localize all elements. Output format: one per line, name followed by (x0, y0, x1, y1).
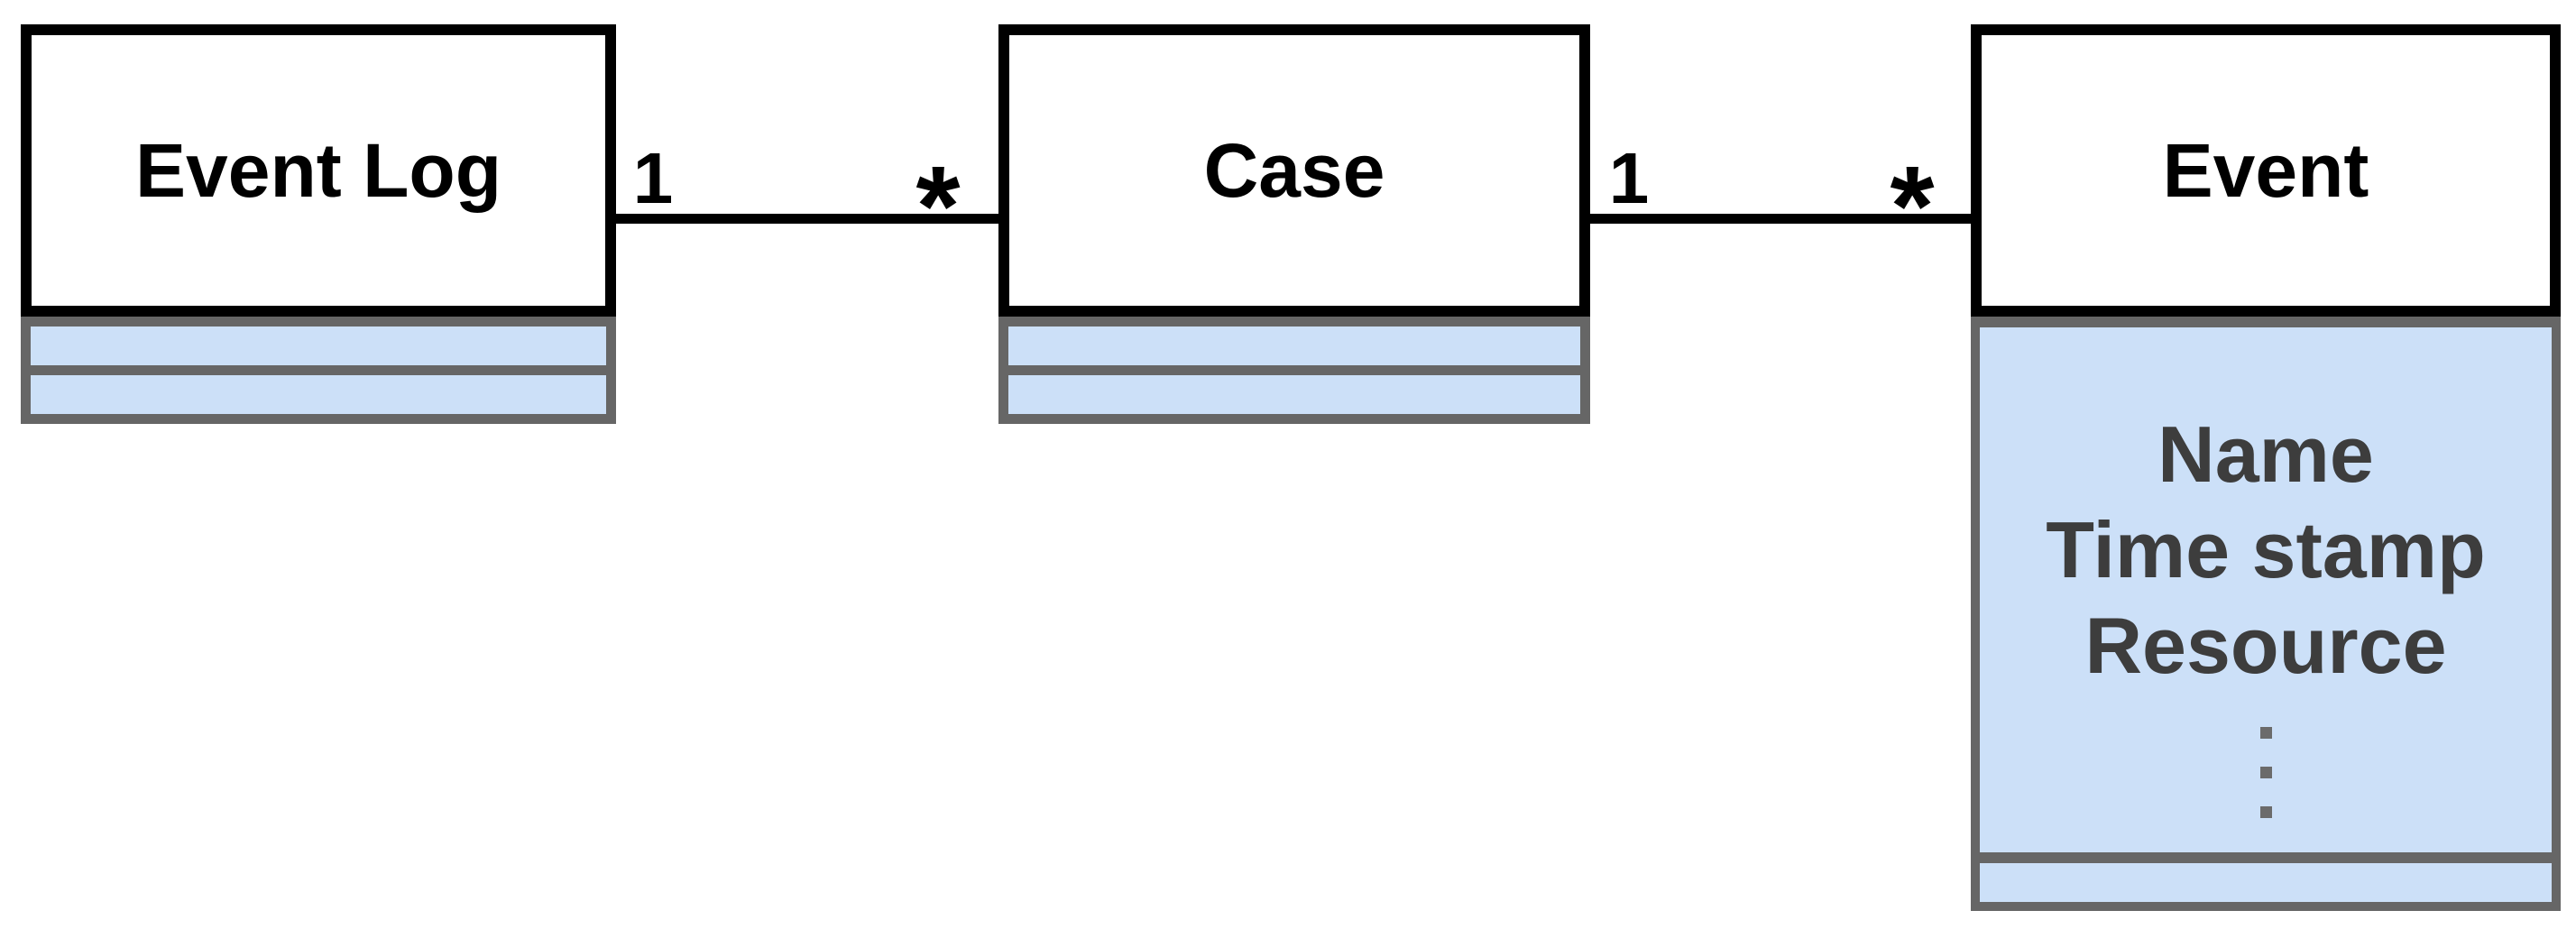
entity-title-event-log: Event Log (134, 127, 501, 213)
ellipsis-dot (2259, 727, 2272, 739)
multiplicity-eventlog-side: 1 (632, 138, 674, 218)
ellipsis-dot (2259, 767, 2272, 778)
attribute-time-stamp: Time stamp (2046, 505, 2486, 594)
compartment-row (1980, 863, 2552, 902)
attribute-name: Name (2157, 409, 2374, 499)
compartment-row (31, 375, 606, 414)
multiplicity-case-side: * (915, 143, 961, 270)
entity-title-case: Case (1203, 127, 1385, 213)
multiplicity-event-side: * (1890, 143, 1935, 270)
compartment-row (1008, 327, 1580, 365)
entity-event-log: Event Log (21, 24, 616, 317)
event-attribute-list: Name Time stamp Resource (1980, 407, 2552, 694)
attribute-resource: Resource (2084, 601, 2447, 690)
entity-event: Event (1971, 24, 2561, 317)
event-attributes-compartment: Name Time stamp Resource (1980, 327, 2552, 852)
entity-case-compartments (998, 317, 1590, 424)
association-line-case-event (1590, 214, 1971, 224)
association-line-eventlog-case (616, 214, 998, 224)
entity-event-compartments: Name Time stamp Resource (1971, 317, 2561, 911)
entity-event-log-compartments (21, 317, 616, 424)
ellipsis-dot (2259, 806, 2272, 818)
compartment-row (1008, 375, 1580, 414)
vertical-ellipsis-icon (1980, 727, 2552, 818)
multiplicity-case-side-2: 1 (1608, 138, 1650, 218)
entity-title-event: Event (2162, 127, 2369, 213)
entity-case: Case (998, 24, 1590, 317)
compartment-row (31, 327, 606, 365)
